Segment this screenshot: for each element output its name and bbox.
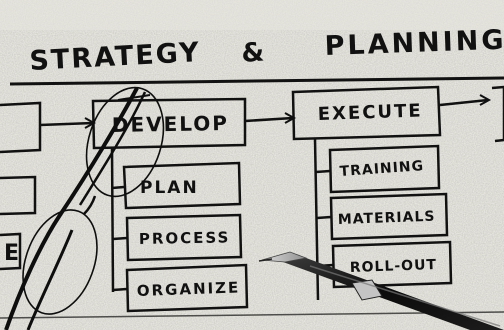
training-box: TRAINING — [328, 144, 441, 194]
materials-label: MATERIALS — [338, 209, 436, 228]
title-ampersand: & — [240, 37, 266, 69]
rollout-label: ROLL-OUT — [350, 257, 438, 276]
training-label: TRAINING — [339, 158, 424, 180]
execute-label: EXECUTE — [317, 100, 423, 125]
develop-box: DEVELOP — [91, 97, 247, 150]
plan-label: PLAN — [140, 178, 199, 198]
organize-label: ORGANIZE — [137, 278, 241, 300]
title: STRATEGY & PLANNING — [29, 25, 504, 77]
process-box: PROCESS — [125, 213, 243, 262]
title-planning: PLANNING — [324, 25, 504, 62]
eyeglasses — [4, 86, 165, 330]
process-label: PROCESS — [139, 228, 231, 248]
organize-box: ORGANIZE — [125, 263, 249, 313]
materials-box: MATERIALS — [329, 192, 449, 241]
execute-box: EXECUTE — [291, 85, 442, 141]
pen — [258, 251, 504, 330]
left-partial-e: E — [4, 241, 19, 266]
develop-label: DEVELOP — [112, 111, 230, 137]
